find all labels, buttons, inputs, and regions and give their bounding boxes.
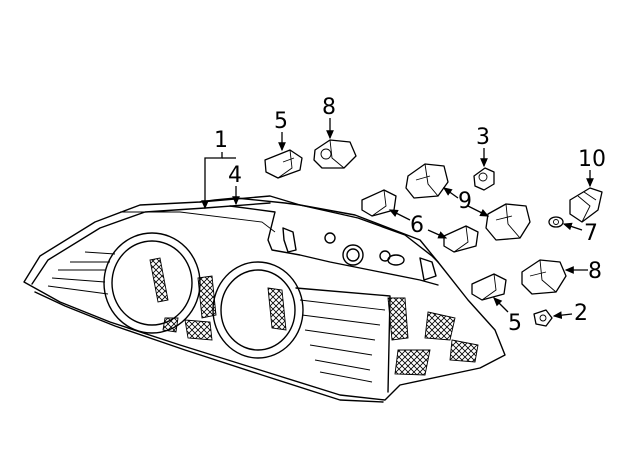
part-2-small-bulb — [533, 309, 553, 327]
leader-2 — [552, 311, 573, 320]
hatch-zone-8 — [449, 339, 479, 363]
hatch-zone-2 — [197, 275, 217, 319]
headlamp-lens-edge — [31, 202, 271, 285]
hatch-zone-7 — [394, 349, 431, 376]
leader-5-lower — [493, 297, 509, 313]
bulb-socket-hole-2 — [387, 254, 405, 266]
hatch-zone-3 — [184, 319, 213, 341]
hatch-zone-4 — [267, 287, 287, 331]
bulb-socket-hole-1-inner — [346, 248, 360, 262]
part-10-socket — [569, 187, 603, 223]
part-7-small-bulb — [548, 216, 564, 228]
callout-9: 9 — [458, 189, 472, 214]
hatch-zone-1 — [149, 257, 169, 303]
housing-back-panel — [199, 197, 439, 263]
socket-bracket — [282, 227, 297, 253]
callout-1: 1 — [214, 128, 228, 153]
housing-inner-ridge — [229, 205, 439, 286]
reflector-left-outer — [103, 232, 201, 334]
part-5-wedge-bulb-top — [264, 149, 303, 179]
callout-5-lower: 5 — [508, 311, 522, 336]
part-3-small-bulb — [473, 167, 495, 191]
headlamp-assembly — [23, 195, 506, 403]
headlamp-lower-edge — [34, 291, 384, 403]
bulb-socket-hole-1 — [342, 244, 364, 266]
mount-hole-1 — [324, 232, 336, 244]
reflector-right-inner — [220, 269, 296, 351]
leader-6-lower — [427, 229, 448, 239]
part-8-socket-lower — [521, 259, 567, 295]
hatch-zone-5 — [387, 297, 409, 341]
part-6-wedge-bulb-lower — [443, 225, 479, 253]
hatch-zone-6 — [424, 311, 456, 341]
callout-10: 10 — [578, 147, 606, 172]
part-9-socket-lower — [485, 203, 531, 241]
callout-2: 2 — [574, 301, 588, 326]
callout-7: 7 — [584, 221, 598, 246]
headlamp-housing-outline — [23, 195, 506, 401]
part-9-socket-upper — [405, 163, 449, 199]
callout-8-lower: 8 — [588, 259, 602, 284]
leader-7 — [562, 222, 583, 231]
lens-ribs-left — [47, 251, 116, 295]
leader-1-a — [201, 152, 223, 210]
leader-6-upper — [388, 209, 411, 221]
leader-9-upper — [442, 187, 459, 199]
lens-ribs-right — [295, 287, 391, 393]
reflector-left-inner — [111, 240, 193, 326]
hatch-zone-9 — [162, 317, 179, 333]
callout-5-top: 5 — [274, 109, 288, 134]
callout-4: 4 — [228, 163, 242, 188]
part-6-wedge-bulb-upper — [361, 189, 397, 217]
rear-bracket — [419, 257, 437, 281]
housing-top-band — [120, 211, 276, 233]
part-5-wedge-bulb-lower — [471, 273, 507, 301]
callout-8-top: 8 — [322, 95, 336, 120]
callout-6: 6 — [410, 213, 424, 238]
callout-3: 3 — [476, 125, 490, 150]
reflector-right-outer — [212, 261, 304, 359]
leader-9-lower — [467, 205, 490, 217]
part-8-socket-top — [313, 139, 357, 169]
leader-lines — [201, 118, 594, 320]
